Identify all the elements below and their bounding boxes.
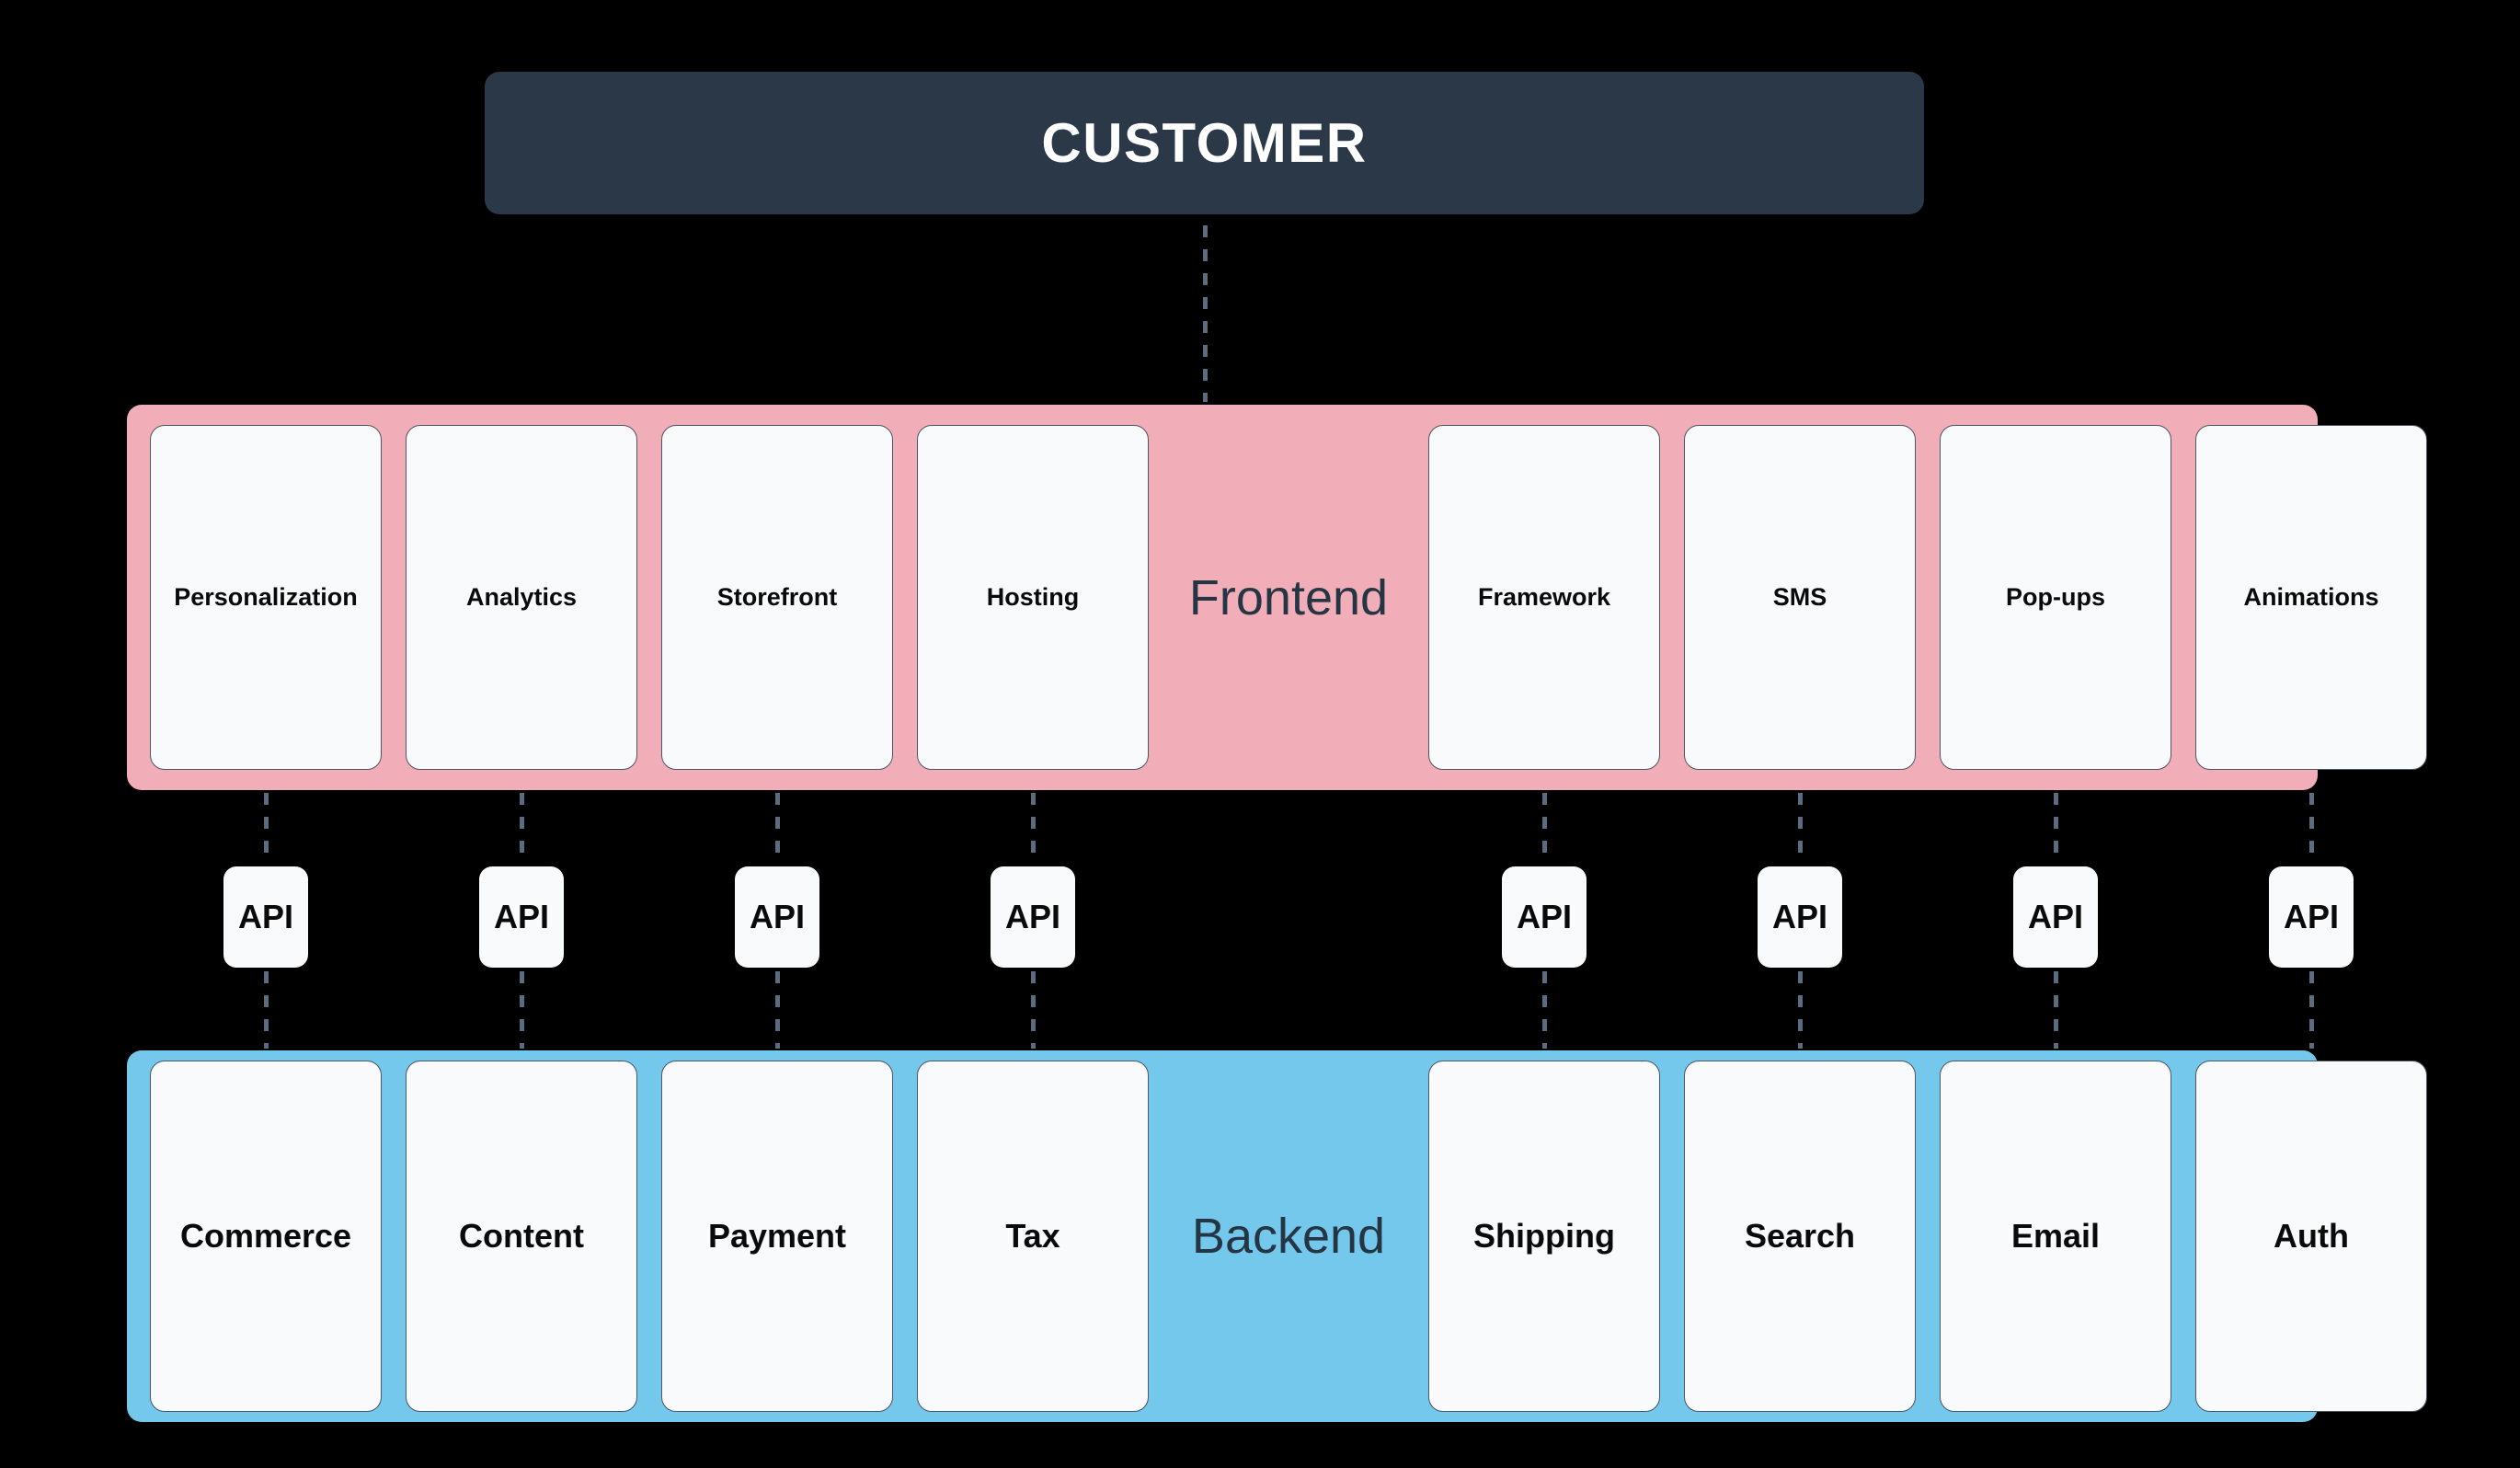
- frontend-card-pop-ups[interactable]: Pop-ups: [1940, 425, 2171, 770]
- backend-card-email[interactable]: Email: [1940, 1061, 2171, 1412]
- connector-api-to-backend: [2308, 971, 2314, 1049]
- frontend-card-label: Analytics: [465, 583, 578, 612]
- frontend-card-animations[interactable]: Animations: [2195, 425, 2427, 770]
- api-slot: API: [1416, 866, 1672, 968]
- frontend-card-label: SMS: [1772, 583, 1827, 612]
- backend-slot: Content: [394, 1061, 649, 1412]
- api-slot: API: [649, 866, 905, 968]
- connector-api-to-backend: [1030, 971, 1036, 1049]
- api-node[interactable]: API: [223, 866, 308, 968]
- api-node[interactable]: API: [1502, 866, 1586, 968]
- frontend-card-hosting[interactable]: Hosting: [917, 425, 1149, 770]
- connector-api-to-backend: [263, 971, 269, 1049]
- api-node[interactable]: API: [479, 866, 564, 968]
- api-node[interactable]: API: [1758, 866, 1842, 968]
- api-label: API: [1771, 898, 1827, 935]
- api-node[interactable]: API: [991, 866, 1075, 968]
- connector-frontend-to-api: [774, 793, 780, 865]
- backend-slot: Auth: [2183, 1061, 2439, 1412]
- frontend-card-label: Animations: [2243, 583, 2379, 612]
- frontend-card-label: Pop-ups: [2006, 583, 2105, 612]
- api-label: API: [237, 898, 293, 935]
- connector-frontend-to-api: [263, 793, 269, 865]
- backend-slot: Payment: [649, 1061, 905, 1412]
- frontend-card-sms[interactable]: SMS: [1684, 425, 1916, 770]
- frontend-card-label: Hosting: [986, 583, 1080, 612]
- connector-frontend-to-api: [1541, 793, 1547, 865]
- backend-card-label: Email: [2010, 1217, 2101, 1256]
- backend-card-auth[interactable]: Auth: [2195, 1061, 2427, 1412]
- backend-slot: Commerce: [138, 1061, 394, 1412]
- backend-card-search[interactable]: Search: [1684, 1061, 1916, 1412]
- backend-card-shipping[interactable]: Shipping: [1428, 1061, 1660, 1412]
- backend-card-label: Commerce: [179, 1217, 352, 1256]
- frontend-card-storefront[interactable]: Storefront: [661, 425, 893, 770]
- frontend-band-title: Frontend: [1188, 569, 1389, 625]
- frontend-card-analytics[interactable]: Analytics: [406, 425, 637, 770]
- backend-card-label: Auth: [2274, 1217, 2349, 1256]
- backend-card-label: Shipping: [1473, 1217, 1615, 1256]
- connector-frontend-to-api: [1797, 793, 1803, 865]
- frontend-slot: Hosting: [905, 425, 1161, 770]
- api-slot: API: [394, 866, 649, 968]
- backend-card-tax[interactable]: Tax: [917, 1061, 1149, 1412]
- frontend-card-framework[interactable]: Framework: [1428, 425, 1660, 770]
- api-node[interactable]: API: [2269, 866, 2354, 968]
- frontend-band-title-slot: Frontend: [1161, 425, 1416, 770]
- frontend-slot: Analytics: [394, 425, 649, 770]
- backend-card-commerce[interactable]: Commerce: [150, 1061, 382, 1412]
- connector-frontend-to-api: [519, 793, 524, 865]
- api-slot: API: [1672, 866, 1928, 968]
- connector-frontend-to-api: [2308, 793, 2314, 865]
- backend-band-title: Backend: [1191, 1209, 1386, 1264]
- frontend-slot: Framework: [1416, 425, 1672, 770]
- api-node[interactable]: API: [735, 866, 819, 968]
- backend-slot: Search: [1672, 1061, 1928, 1412]
- api-row: API API API API API API API API: [127, 866, 2354, 968]
- api-label: API: [2027, 898, 2083, 935]
- api-slot: API: [905, 866, 1161, 968]
- backend-card-content[interactable]: Content: [406, 1061, 637, 1412]
- api-slot: API: [138, 866, 394, 968]
- frontend-slot: Storefront: [649, 425, 905, 770]
- connector-api-to-backend: [2053, 971, 2058, 1049]
- backend-slot: Shipping: [1416, 1061, 1672, 1412]
- backend-band: Commerce Content Payment Tax Backend Shipping…: [127, 1050, 2427, 1422]
- api-label: API: [493, 898, 549, 935]
- backend-card-label: Tax: [1005, 1217, 1060, 1256]
- frontend-band: Personalization Analytics Storefront Hostin…: [127, 405, 2427, 790]
- frontend-card-label: Framework: [1477, 583, 1611, 612]
- api-label: API: [749, 898, 805, 935]
- frontend-slot: Animations: [2183, 425, 2439, 770]
- frontend-card-label: Storefront: [716, 583, 838, 612]
- api-label: API: [1516, 898, 1572, 935]
- frontend-card-label: Personalization: [174, 583, 358, 612]
- customer-node[interactable]: CUSTOMER: [485, 72, 1924, 214]
- connector-api-to-backend: [1797, 971, 1803, 1049]
- connector-api-to-backend: [519, 971, 524, 1049]
- connector-customer-to-frontend: [1203, 225, 1208, 402]
- customer-label: CUSTOMER: [1041, 111, 1368, 174]
- connector-api-to-backend: [774, 971, 780, 1049]
- connector-api-to-backend: [1541, 971, 1547, 1049]
- api-label: API: [2283, 898, 2339, 935]
- frontend-slot: Pop-ups: [1928, 425, 2183, 770]
- backend-slot: Tax: [905, 1061, 1161, 1412]
- api-label: API: [1004, 898, 1060, 935]
- api-slot: API: [1928, 866, 2183, 968]
- frontend-card-personalization[interactable]: Personalization: [150, 425, 382, 770]
- connector-frontend-to-api: [1030, 793, 1036, 865]
- backend-slot: Email: [1928, 1061, 2183, 1412]
- backend-card-label: Payment: [707, 1217, 847, 1256]
- api-slot: API: [2183, 866, 2439, 968]
- backend-band-title-slot: Backend: [1161, 1061, 1416, 1412]
- connector-frontend-to-api: [2053, 793, 2058, 865]
- frontend-slot: SMS: [1672, 425, 1928, 770]
- frontend-slot: Personalization: [138, 425, 394, 770]
- api-node[interactable]: API: [2013, 866, 2098, 968]
- backend-card-payment[interactable]: Payment: [661, 1061, 893, 1412]
- backend-card-label: Search: [1744, 1217, 1856, 1256]
- backend-card-label: Content: [459, 1217, 584, 1256]
